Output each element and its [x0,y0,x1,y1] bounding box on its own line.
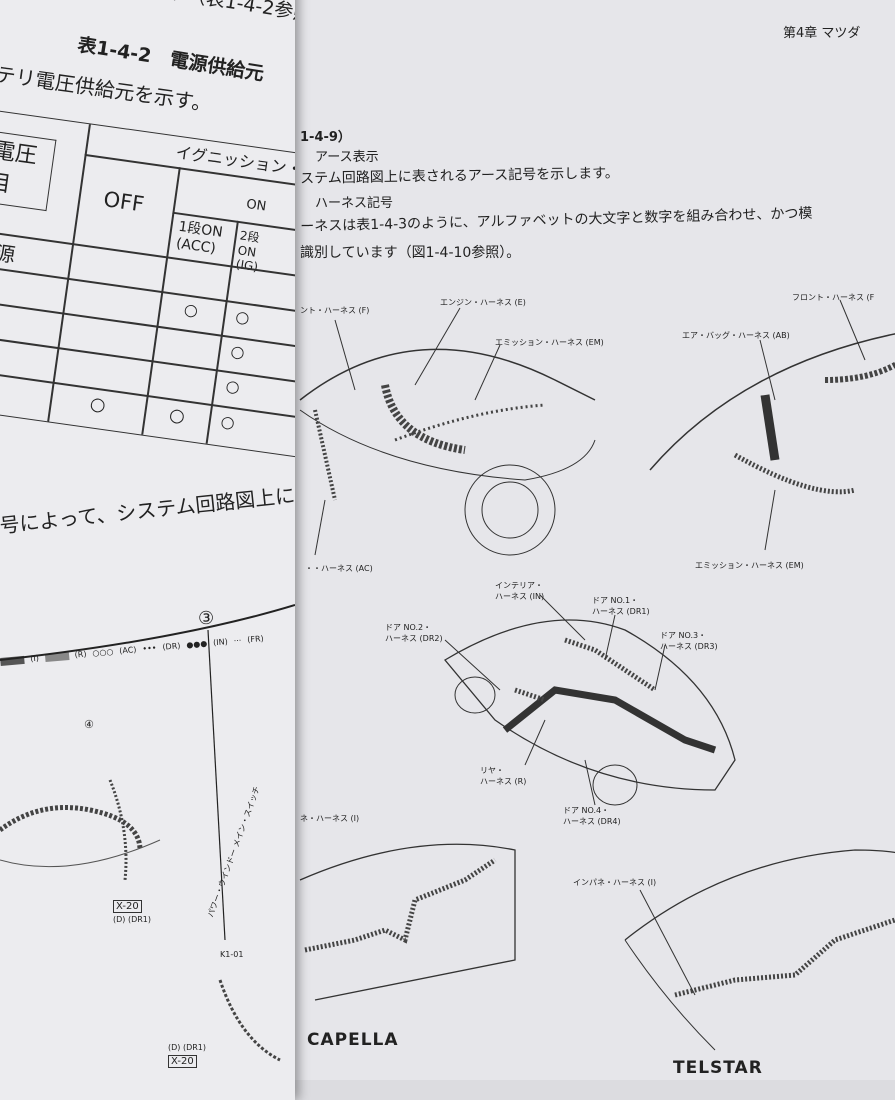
left-page: します（表1-4-2参照）。 表1-4-2 電源供給元 テリ電圧供給元を示す。 … [0,0,295,1100]
instrument-panel-right [624,849,895,1051]
connector-x20-top-sub: (D) (DR1) [113,915,151,924]
section-number: 1-4-9） [300,130,351,145]
label-ac-harness: ・・ハーネス (AC) [305,564,373,573]
engine-bay-diagram [299,307,596,556]
text-harness-2: 識別しています（図1-4-10参照）。 [300,245,521,261]
callout-4: ④ [84,718,94,731]
label-emission-harness-right: エミッション・ハーネス (EM) [695,561,804,570]
instrument-panel-left [299,843,516,1001]
dash-airbag-diagram [649,299,895,551]
brand-capella: CAPELLA [307,1030,399,1050]
brand-telstar: TELSTAR [673,1058,763,1078]
chapter-header: 第4章 マツダ [783,26,861,41]
label-door4-harness: ドア NO.4・ ハーネス (DR4) [563,806,621,826]
heading-earth: アース表示 [315,150,379,165]
label-instrument-harness-left: ネ・ハーネス (I) [300,814,360,823]
cabin-diagram [444,594,736,806]
right-page: 第4章 マツダ 1-4-9） アース表示 ステム回路図上に表されるアース記号を示… [295,0,895,1080]
harness-diagrams [299,299,895,1051]
label-door1-harness: ドア NO.1・ ハーネス (DR1) [592,596,650,616]
label-front-harness-right: フロント・ハーネス (F [792,293,875,302]
connector-x20-bottom-sub: (D) (DR1) [168,1043,206,1052]
label-emission-harness: エミッション・ハーネス (EM) [495,338,604,347]
label-interior-harness: インテリア・ ハーネス (IN) [495,581,545,601]
callout-3: ③ [198,608,215,629]
connector-x20-bottom: X-20 [168,1055,197,1068]
label-instrument-harness-right: インパネ・ハーネス (I) [573,878,657,887]
label-front-harness: ント・ハーネス (F) [300,306,370,315]
label-rear-harness: リヤ・ ハーネス (R) [480,766,527,786]
heading-harness: ハーネス記号 [315,196,394,211]
label-airbag-harness: エア・バッグ・ハーネス (AB) [682,331,790,340]
connector-x20-top: X-20 [113,900,142,913]
label-door2-harness: ドア NO.2・ ハーネス (DR2) [385,623,443,643]
label-engine-harness: エンジン・ハーネス (E) [440,298,526,307]
label-door3-harness: ドア NO.3・ ハーネス (DR3) [660,631,718,651]
switch-code: K1-01 [220,950,244,959]
left-wiring-diagram [0,604,295,1062]
